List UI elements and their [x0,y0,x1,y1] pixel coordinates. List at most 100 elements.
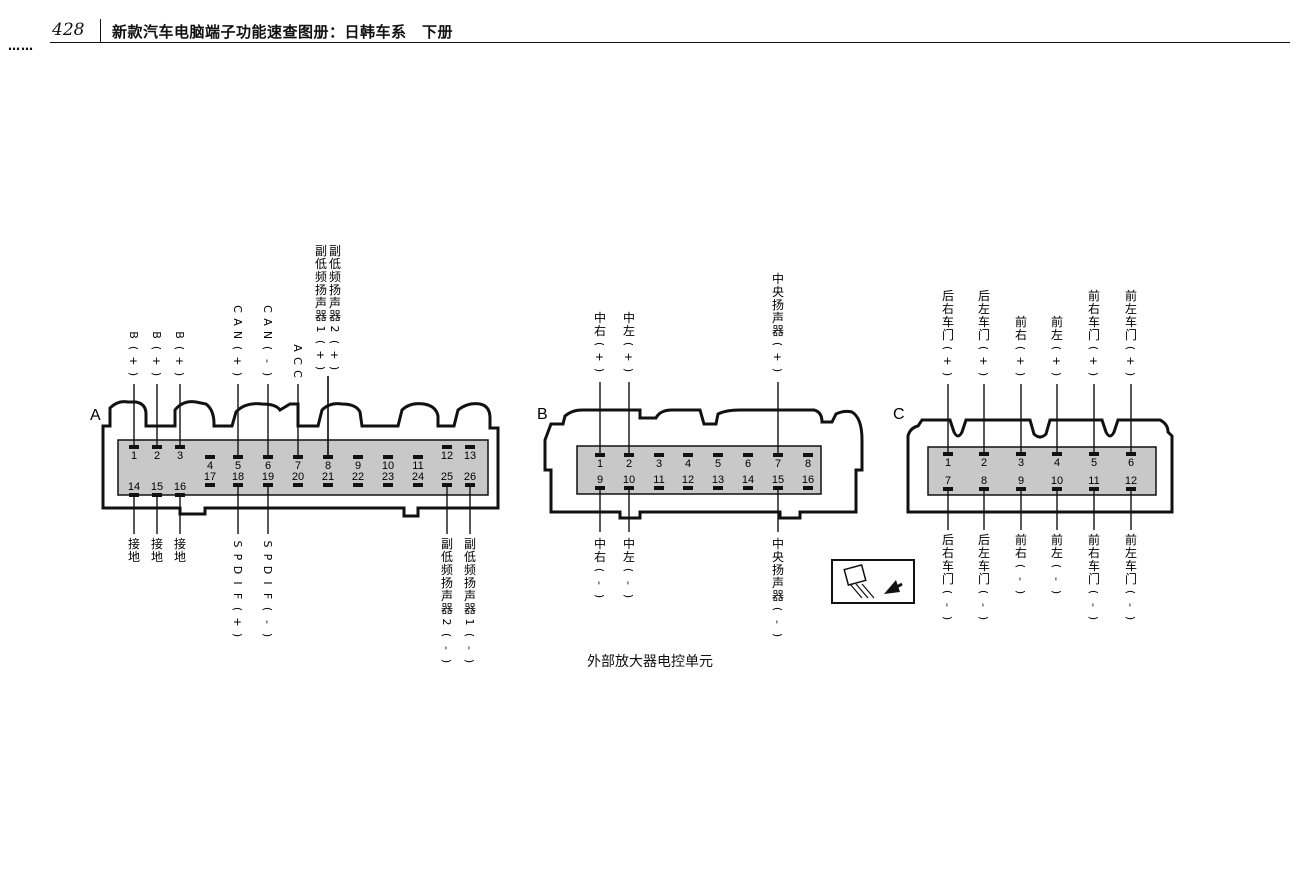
svg-text:扬: 扬 [772,562,784,577]
svg-text:地: 地 [128,550,140,564]
pin-contact [263,455,273,459]
pin-number: 3 [1018,457,1024,469]
connector-a-housing [101,400,500,518]
svg-text:(: ( [1087,346,1100,350]
pin-number: 5 [715,458,721,470]
svg-text:(: ( [1087,590,1100,594]
pin-contact [1126,452,1136,456]
svg-text:(: ( [771,607,784,611]
svg-text:): ) [150,372,163,376]
svg-text:+: + [1014,356,1027,365]
svg-text:(: ( [1014,346,1027,350]
pin-number: 9 [1018,475,1024,487]
connector-view-arrow-icon [831,559,915,604]
svg-text:): ) [593,368,606,372]
pin-number: 9 [355,460,361,472]
svg-text:中: 中 [594,536,606,551]
svg-text:(: ( [231,346,244,350]
pin-number: 1 [597,458,603,470]
svg-text:前: 前 [1125,288,1137,303]
svg-text:1: 1 [463,619,476,626]
svg-text:右: 右 [1088,301,1100,316]
pin-function-label: B(+) [173,331,186,376]
pin-contact [1052,452,1062,456]
pin-number: 14 [128,481,140,493]
svg-text:前: 前 [1051,532,1063,547]
pin-contact [1016,487,1026,491]
pin-number: 7 [295,460,301,472]
svg-text:): ) [1050,372,1063,376]
pin-contact [803,486,813,490]
svg-text:副: 副 [329,244,341,258]
svg-text:左: 左 [623,323,635,338]
pin-contact [713,453,723,457]
svg-text:右: 右 [942,301,954,316]
svg-text:器: 器 [464,602,476,616]
svg-text:地: 地 [151,550,163,564]
svg-text:): ) [463,659,476,663]
pin-number: 2 [626,458,632,470]
svg-text:副: 副 [464,537,476,551]
svg-text:低: 低 [441,550,453,564]
svg-text:+: + [314,350,327,359]
svg-text:门: 门 [1088,327,1100,342]
svg-text:(: ( [231,607,244,611]
pin-contact [743,486,753,490]
header-dots: …… [8,39,34,53]
svg-text:(: ( [314,340,327,344]
pin-function-label: 前右(-) [1014,532,1027,594]
svg-text:(: ( [463,633,476,637]
svg-text:(: ( [941,346,954,350]
svg-text:I: I [231,581,244,584]
svg-text:(: ( [622,568,635,572]
svg-text:(: ( [150,346,163,350]
svg-text:F: F [261,593,274,599]
svg-text:): ) [314,366,327,370]
svg-text:): ) [622,594,635,598]
svg-text:扬: 扬 [772,297,784,312]
svg-text:): ) [231,372,244,376]
diagram-caption: 外部放大器电控单元 [587,654,713,670]
svg-text:频: 频 [464,563,476,577]
pin-contact [943,452,953,456]
svg-text:+: + [231,356,244,365]
svg-text:): ) [1087,616,1100,620]
svg-text:车: 车 [1125,558,1137,573]
svg-text:S: S [261,541,274,548]
connector-c-housing [906,418,1174,514]
svg-text:中: 中 [772,536,784,551]
svg-text:-: - [1050,577,1063,581]
svg-text:后: 后 [942,533,954,547]
pin-number: 22 [352,471,364,483]
pin-contact [353,455,363,459]
pin-function-label: 接地 [128,536,140,564]
pin-number: 8 [981,475,987,487]
pin-contact [773,453,783,457]
svg-text:声: 声 [772,311,784,325]
svg-text:央: 央 [772,285,784,299]
pin-contact [383,483,393,487]
svg-text:车: 车 [1125,314,1137,329]
svg-text:门: 门 [1125,327,1137,342]
svg-text:(: ( [1050,564,1063,568]
svg-text:右: 右 [1015,545,1027,560]
svg-text:器: 器 [772,589,784,603]
svg-text:车: 车 [942,314,954,329]
svg-text:): ) [261,633,274,637]
pin-contact [654,486,664,490]
svg-text:中: 中 [623,536,635,551]
svg-text:频: 频 [441,563,453,577]
pin-contact [624,486,634,490]
svg-text:扬: 扬 [329,282,341,297]
svg-text:-: - [440,646,453,650]
pin-number: 2 [154,450,160,462]
svg-text:接: 接 [174,536,186,551]
